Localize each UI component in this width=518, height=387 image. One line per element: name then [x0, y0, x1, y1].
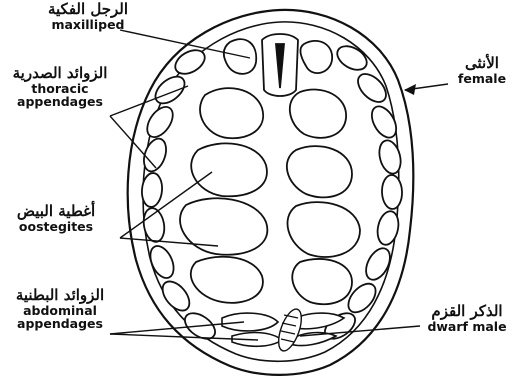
label-female-ar: الأنثى — [450, 56, 514, 72]
label-female: الأنثى female — [450, 56, 514, 85]
label-abdominal-en-2: appendages — [4, 317, 116, 330]
label-thoracic-en-2: appendages — [4, 95, 116, 108]
label-maxilliped: الرجل الفكية maxilliped — [38, 2, 138, 31]
label-dwarf-male-en: dwarf male — [420, 320, 514, 333]
label-maxilliped-en: maxilliped — [38, 18, 138, 31]
label-female-en: female — [450, 72, 514, 85]
label-oostegites: أغطية البيض oostegites — [4, 204, 108, 233]
label-thoracic-en-1: thoracic — [4, 82, 116, 95]
label-oostegites-ar: أغطية البيض — [4, 204, 108, 220]
label-thoracic: الزوائد الصدرية thoracic appendages — [4, 66, 116, 108]
label-dwarf-male: الذكر القزم dwarf male — [420, 304, 514, 333]
label-abdominal-en-1: abdominal — [4, 304, 116, 317]
label-oostegites-en: oostegites — [4, 220, 108, 233]
arrowhead-female — [404, 84, 416, 95]
label-dwarf-male-ar: الذكر القزم — [420, 304, 514, 320]
label-maxilliped-ar: الرجل الفكية — [38, 2, 138, 18]
label-abdominal-ar: الزوائد البطنية — [4, 288, 116, 304]
label-thoracic-ar: الزوائد الصدرية — [4, 66, 116, 82]
label-abdominal: الزوائد البطنية abdominal appendages — [4, 288, 116, 330]
